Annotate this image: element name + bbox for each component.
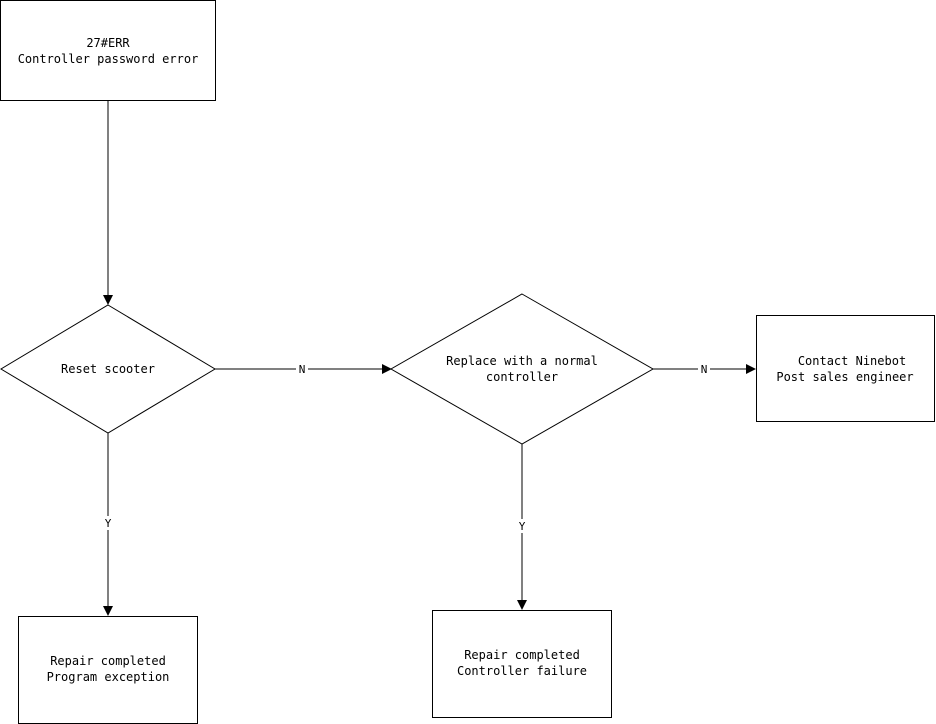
start-title: 27#ERR: [86, 36, 130, 50]
repair-controller-line1: Repair completed: [464, 648, 580, 662]
repair-controller-box: [432, 610, 612, 718]
start-subtitle: Controller password error: [18, 52, 199, 66]
node-replace-decision: Replace with a normal controller: [389, 293, 655, 445]
contact-line1: Contact Ninebot: [798, 354, 906, 368]
node-repair-program: Repair completed Program exception: [18, 616, 198, 724]
contact-line2: Post sales engineer: [776, 370, 913, 384]
edge-labels: N Y N Y: [101, 362, 710, 533]
reset-diamond: [0, 304, 216, 434]
replace-label-line2: controller: [486, 370, 558, 384]
reset-label: Reset scooter: [61, 362, 155, 376]
repair-program-line2: Program exception: [47, 670, 170, 684]
start-box: [0, 0, 216, 101]
edge-label-reset-yes: Y: [105, 517, 112, 530]
contact-box: [756, 315, 935, 422]
repair-program-line1: Repair completed: [50, 654, 166, 668]
node-reset-decision: Reset scooter: [0, 304, 216, 434]
repair-controller-line2: Controller failure: [457, 664, 587, 678]
node-repair-controller: Repair completed Controller failure: [432, 610, 612, 718]
edge-label-replace-no: N: [701, 363, 708, 376]
repair-program-box: [18, 616, 198, 724]
replace-label-line1: Replace with a normal: [446, 354, 598, 368]
edge-label-reset-no: N: [299, 363, 306, 376]
replace-diamond: [389, 293, 655, 445]
node-start: 27#ERR Controller password error: [0, 0, 216, 101]
edge-label-replace-yes: Y: [519, 520, 526, 533]
node-contact: Contact Ninebot Post sales engineer: [756, 315, 935, 422]
